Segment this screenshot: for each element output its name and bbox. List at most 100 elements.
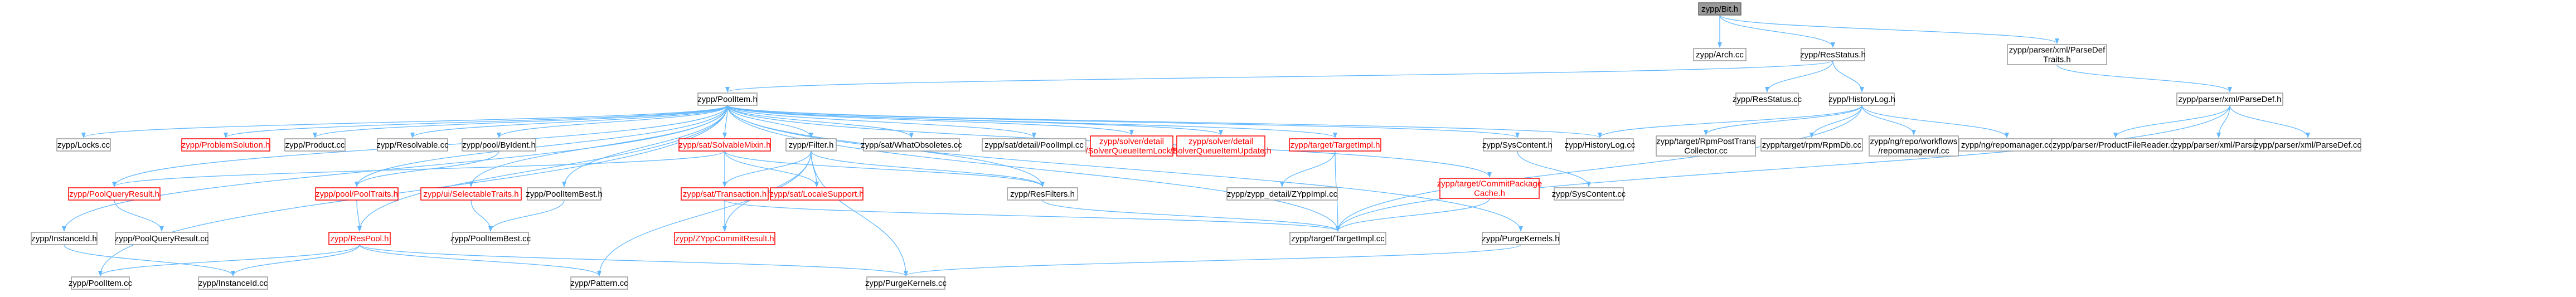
edge-filter-to-purgekernels-cc	[811, 150, 908, 276]
node-poolitembest-cc[interactable]: zypp/PoolItemBest.cc	[450, 232, 531, 245]
edge-solvablemixin-to-poolqueryresult-h	[112, 150, 725, 187]
edge-historylog-h-to-targetimpl-cc	[1336, 105, 1862, 232]
node-poolitem-cc[interactable]: zypp/PoolItem.cc	[69, 276, 133, 290]
edge-poolitem-h-to-historylog-cc	[727, 105, 1602, 138]
edge-solvablemixin-to-localesupport	[724, 150, 819, 187]
node-resstatus-cc[interactable]: zypp/ResStatus.cc	[1733, 92, 1802, 106]
node-repomanagerwf[interactable]: zypp/ng/repo/workflows/repomanagerwf.cc	[1869, 135, 1959, 157]
node-repomanager[interactable]: zypp/ng/repomanager.cc	[1958, 138, 2055, 152]
node-box	[1566, 138, 1634, 152]
node-historylog-cc[interactable]: zypp/HistoryLog.cc	[1565, 138, 1636, 152]
node-box	[527, 187, 601, 201]
edge-commitpkgcache-to-targetimpl-cc	[1336, 198, 1490, 232]
node-label: zypp/parser/xml/ParseDef.h	[2178, 95, 2281, 104]
node-box	[1760, 138, 1863, 152]
edge-historylog-h-to-historylog-cc	[1598, 105, 1862, 138]
edge-poolqueryresult-h-to-poolqueryresult-cc	[114, 199, 164, 232]
node-instanceid-h[interactable]: zypp/InstanceId.h	[31, 232, 98, 245]
edge-resfilters-to-targetimpl-cc	[1042, 199, 1340, 232]
node-label: zypp/Resolvable.cc	[376, 140, 449, 150]
node-syscontent-cc[interactable]: zypp/SysContent.cc	[1552, 187, 1626, 201]
node-box	[674, 232, 775, 245]
edge-targetimpl-h-to-zyppimpl	[1280, 150, 1336, 187]
node-targetimpl-cc[interactable]: zypp/target/TargetImpl.cc	[1289, 232, 1386, 245]
node-filter[interactable]: zypp/Filter.h	[785, 138, 837, 152]
node-locks[interactable]: zypp/Locks.cc	[56, 138, 111, 152]
node-sqlock[interactable]: zypp/solver/detail/SolverQueueItemLock.h	[1085, 135, 1178, 157]
node-selectabletraits[interactable]: zypp/ui/SelectableTraits.h	[420, 187, 522, 201]
node-instanceid-cc[interactable]: zypp/InstanceId.cc	[198, 276, 268, 290]
node-parsedef-cc[interactable]: zypp/parser/xml/ParseDef.cc	[2254, 138, 2361, 152]
node-squpdate[interactable]: zypp/solver/detail/SolverQueueItemUpdate…	[1170, 135, 1272, 157]
node-label: zypp/sat/SolvableMixin.h	[678, 140, 770, 150]
node-label: zypp/ResStatus.cc	[1733, 95, 1802, 104]
node-zyppcommitresult[interactable]: zypp/ZYppCommitResult.h	[674, 232, 775, 245]
node-localesupport[interactable]: zypp/sat/LocaleSupport.h	[769, 187, 864, 201]
node-byident[interactable]: zypp/pool/ByIdent.h	[462, 138, 536, 152]
node-resfilters[interactable]: zypp/ResFilters.h	[1007, 187, 1078, 201]
node-parsedef-h[interactable]: zypp/parser/xml/ParseDef.h	[2176, 92, 2283, 106]
edge-filter-to-resfilters	[811, 150, 1045, 187]
edge-poolitem-h-to-problemsolution	[224, 105, 728, 138]
node-label: /SolverQueueItemUpdate.h	[1170, 146, 1272, 155]
node-pattern[interactable]: zypp/Pattern.cc	[570, 276, 628, 290]
edge-poolitem-h-to-poolitembest-h	[562, 105, 728, 187]
node-box	[1869, 135, 1959, 157]
node-historylog-h[interactable]: zypp/HistoryLog.h	[1828, 92, 1895, 106]
edge-historylog-h-to-repomanagerwf	[1861, 105, 1916, 135]
node-box	[1698, 2, 1741, 16]
node-box	[570, 276, 628, 290]
node-arch[interactable]: zypp/Arch.cc	[1693, 48, 1747, 61]
edge-respool-to-poolitem-cc	[98, 244, 360, 276]
edge-historylog-h-to-rpmposttrans	[1704, 105, 1862, 135]
edge-respool-to-purgekernels-cc	[359, 244, 908, 276]
node-solvablemixin[interactable]: zypp/sat/SolvableMixin.h	[678, 138, 771, 152]
node-productfilereader[interactable]: zypp/parser/ProductFileReader.cc	[2051, 138, 2180, 152]
node-label: zypp/ZYppCommitResult.h	[675, 234, 774, 244]
node-resstatus-h[interactable]: zypp/ResStatus.h	[1800, 48, 1866, 61]
node-purgekernels-h[interactable]: zypp/PurgeKernels.h	[1482, 232, 1560, 245]
node-poolqueryresult-cc[interactable]: zypp/PoolQueryResult.cc	[115, 232, 209, 245]
node-box	[1656, 135, 1756, 157]
node-label: zypp/solver/detail	[1188, 137, 1253, 146]
node-poolitembest-h[interactable]: zypp/PoolItemBest.h	[526, 187, 603, 201]
node-box	[2176, 92, 2283, 106]
node-respool[interactable]: zypp/ResPool.h	[328, 232, 391, 245]
node-transaction[interactable]: zypp/sat/Transaction.h	[681, 187, 769, 201]
node-box	[863, 138, 960, 152]
node-pooltraits[interactable]: zypp/pool/PoolTraits.h	[315, 187, 399, 201]
node-label: zypp/sat/Transaction.h	[683, 189, 767, 199]
node-box	[866, 276, 945, 290]
edge-parsedef-traits-to-parsedef-h	[2056, 64, 2232, 92]
edge-parsedef-h-to-productfilereader	[2113, 105, 2230, 138]
node-poolimpl[interactable]: zypp/sat/detail/PoolImpl.cc	[982, 138, 1086, 152]
node-box	[377, 138, 448, 152]
node-poolitem-h[interactable]: zypp/PoolItem.h	[697, 92, 758, 106]
node-label: zypp/PurgeKernels.cc	[865, 279, 947, 288]
node-purgekernels-cc[interactable]: zypp/PurgeKernels.cc	[865, 276, 947, 290]
node-rpmdb[interactable]: zypp/target/rpm/RpmDb.cc	[1760, 138, 1863, 152]
node-box	[1439, 178, 1540, 199]
node-targetimpl-h[interactable]: zypp/target/TargetImpl.h	[1289, 138, 1381, 152]
node-product[interactable]: zypp/Product.cc	[284, 138, 346, 152]
node-box	[462, 138, 536, 152]
edge-solvablemixin-to-resfilters	[724, 150, 1045, 187]
node-parse-h[interactable]: zypp/parser/xml/Parse.h	[2173, 138, 2264, 152]
node-label: zypp/PoolItemBest.h	[526, 189, 603, 199]
edge-historylog-h-to-rpmdb	[1809, 105, 1862, 138]
edge-poolitem-h-to-product	[313, 105, 728, 138]
node-whatobsoletes[interactable]: zypp/sat/WhatObsoletes.cc	[861, 138, 962, 152]
node-zyppimpl[interactable]: zypp/zypp_detail/ZYppImpl.cc	[1226, 187, 1338, 201]
node-syscontent-h[interactable]: zypp/SysContent.h	[1482, 138, 1553, 152]
node-resolvable[interactable]: zypp/Resolvable.cc	[376, 138, 449, 152]
edge-poolitem-h-to-poolimpl	[727, 105, 1036, 138]
edge-poolitem-h-to-whatobsoletes	[727, 105, 914, 138]
node-problemsolution[interactable]: zypp/ProblemSolution.h	[181, 138, 270, 152]
node-poolqueryresult-h[interactable]: zypp/PoolQueryResult.h	[68, 187, 161, 201]
node-box	[1482, 232, 1560, 245]
edge-parsedef-h-to-parsedef-cc	[2229, 105, 2310, 138]
